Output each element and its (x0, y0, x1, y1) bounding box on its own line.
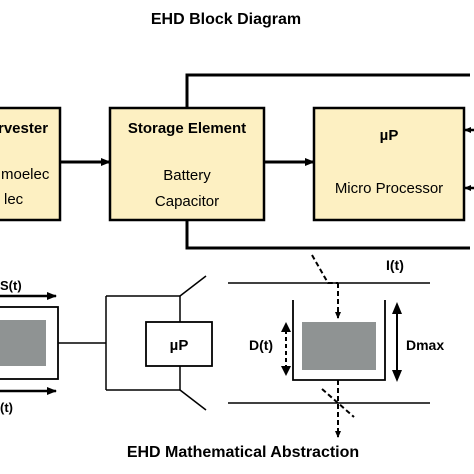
micro-processor-block: µP Micro Processor (312, 106, 466, 222)
switch-network (105, 275, 207, 411)
processor-heading: µP (380, 127, 399, 144)
storage-abstraction: I(t) D(t) Dmax (228, 254, 444, 438)
up-box (145, 321, 213, 367)
source-bottom-label: (t) (0, 400, 13, 415)
current-label: I(t) (386, 257, 404, 273)
current-in-tick (311, 254, 338, 284)
max-down-arrowhead (392, 370, 402, 382)
storage-line1: Battery (163, 167, 211, 184)
up-box-label: µP (170, 337, 189, 354)
storage-box (108, 106, 266, 222)
level-down-arrowhead (281, 366, 291, 376)
switch-top-contact (179, 275, 207, 297)
source-top-label: S(t) (0, 278, 22, 293)
processor-line1: Micro Processor (335, 180, 443, 197)
top-feedback-line (185, 73, 470, 108)
current-out-tick (321, 388, 355, 418)
processor-box (312, 106, 466, 222)
source-element: S(t) (t) (0, 278, 106, 415)
source-cell (0, 320, 46, 366)
reservoir-level (302, 322, 376, 370)
storage-element-block: Storage Element Battery Capacitor (108, 106, 266, 222)
switch-bottom-contact (179, 389, 207, 411)
abstraction-title: EHD Mathematical Abstraction (127, 444, 359, 461)
max-label: Dmax (406, 337, 444, 353)
harvester-heading: rvester (0, 120, 48, 137)
diagram-title: EHD Block Diagram (151, 11, 301, 28)
storage-heading: Storage Element (128, 120, 246, 137)
storage-line2: Capacitor (155, 193, 219, 210)
harvester-box (0, 106, 62, 222)
harvester-line2: lec (4, 191, 24, 208)
harvester-line1: moelec (1, 166, 50, 183)
bottom-feedback-line (185, 220, 470, 250)
harvester-block: rvester moelec lec (0, 106, 62, 222)
max-up-arrowhead (392, 302, 402, 314)
level-label: D(t) (249, 337, 273, 353)
level-up-arrowhead (281, 322, 291, 332)
